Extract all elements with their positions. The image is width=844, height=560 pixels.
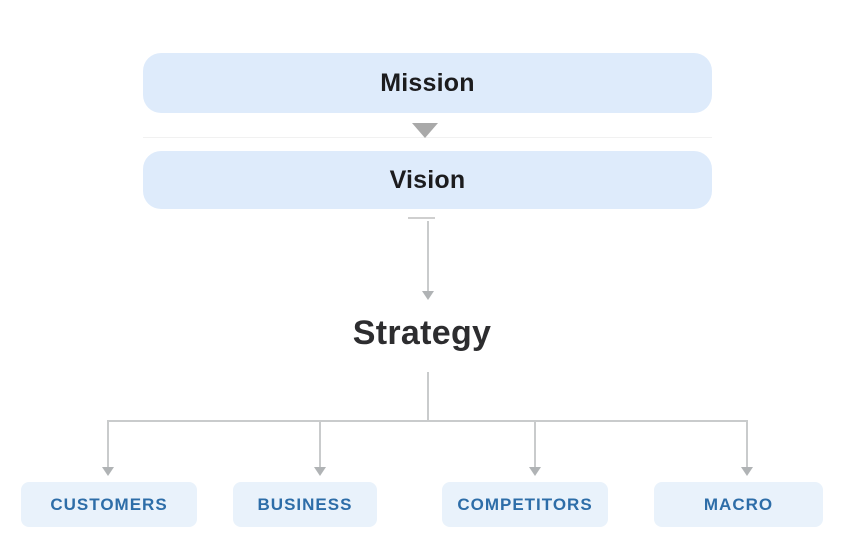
branch-label-competitors: COMPETITORS — [457, 494, 593, 514]
vision-label: Vision — [389, 165, 466, 194]
arrow-down-icon — [314, 467, 326, 476]
branch-label-customers: CUSTOMERS — [50, 494, 168, 514]
branch-box-customers: CUSTOMERS — [21, 482, 197, 527]
branch-drop-line — [107, 420, 109, 467]
branch-box-competitors: COMPETITORS — [442, 482, 608, 527]
branch-label-macro: MACRO — [703, 494, 774, 514]
arrow-down-icon — [529, 467, 541, 476]
connector-tick — [408, 217, 435, 219]
vision-box: Vision — [143, 151, 712, 209]
strategy-title: Strategy — [352, 314, 492, 352]
triangle-down-icon — [412, 123, 438, 138]
branch-box-business: BUSINESS — [233, 482, 377, 527]
mission-box: Mission — [143, 53, 712, 113]
branch-horizontal-line — [107, 420, 748, 422]
branch-box-macro: MACRO — [654, 482, 823, 527]
arrow-down-icon — [102, 467, 114, 476]
branch-label-business: BUSINESS — [257, 494, 353, 514]
strategy-stem-line — [427, 372, 429, 420]
branch-drop-line — [534, 420, 536, 467]
branch-drop-line — [746, 420, 748, 467]
arrow-down-icon — [741, 467, 753, 476]
mission-label: Mission — [380, 68, 475, 97]
vision-to-strategy-line — [427, 221, 429, 292]
branch-drop-line — [319, 420, 321, 467]
arrow-down-icon — [422, 291, 434, 300]
